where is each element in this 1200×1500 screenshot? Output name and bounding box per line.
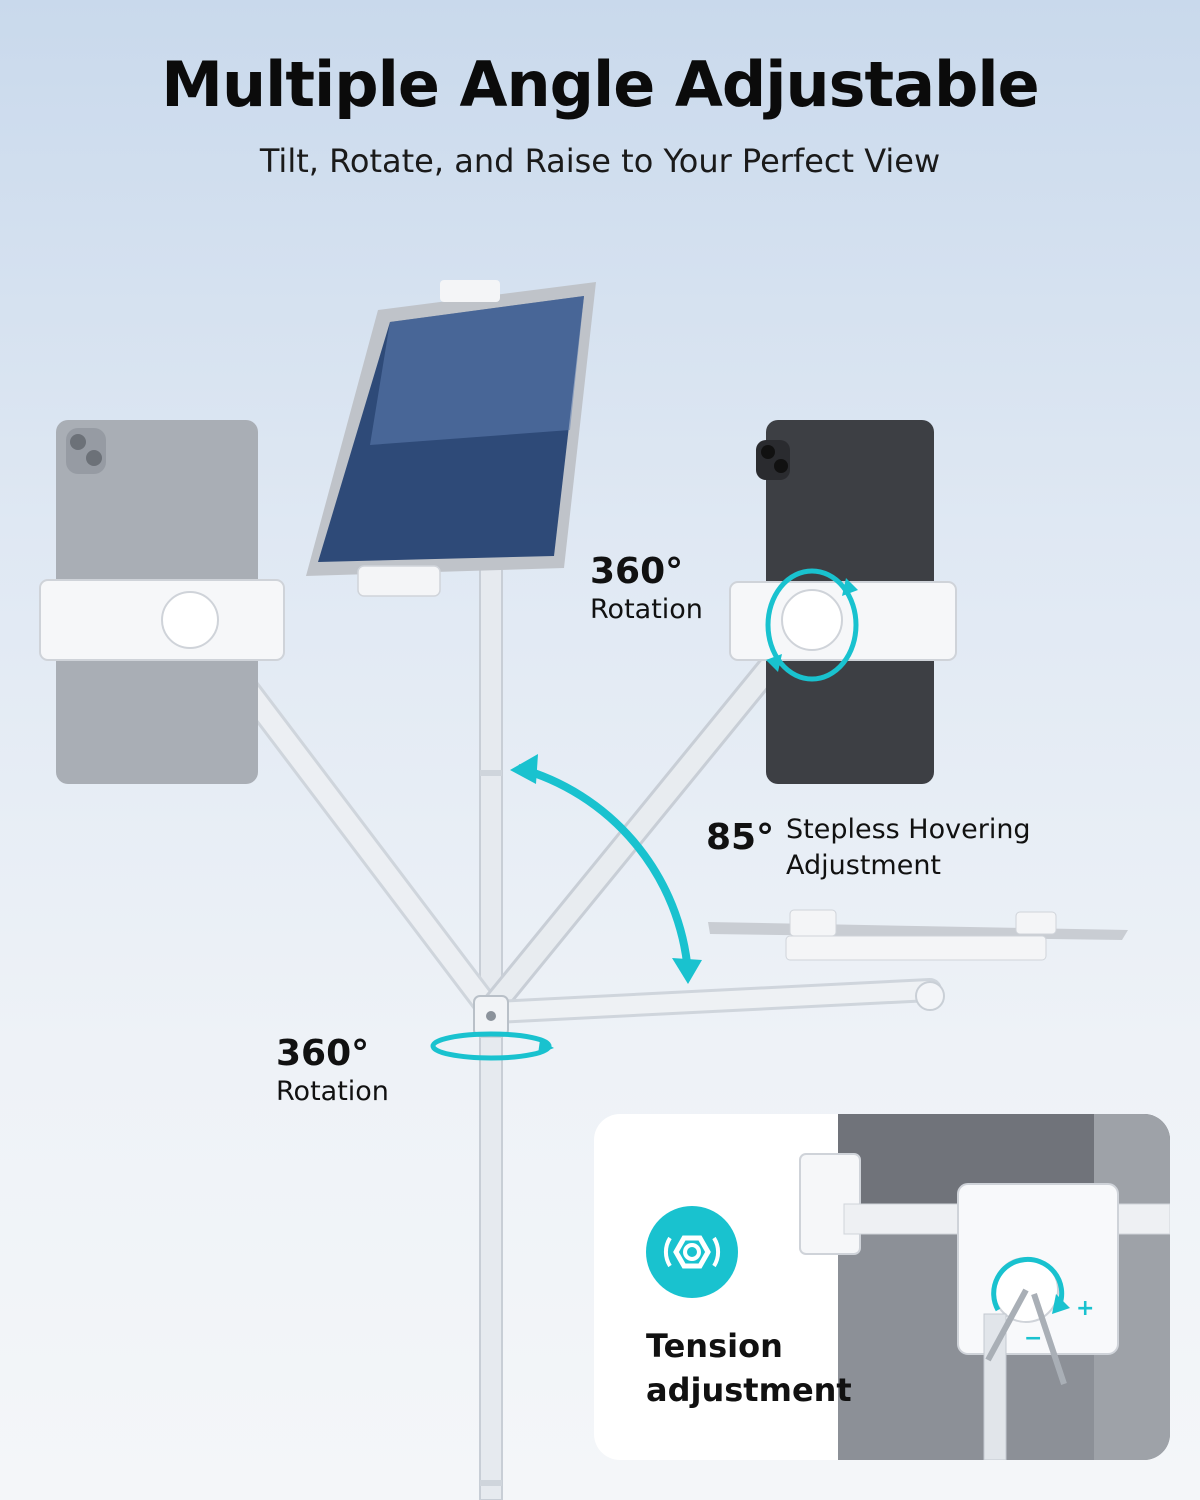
tension-icon — [646, 1206, 738, 1298]
right-tablet — [729, 420, 957, 784]
flat-tablet — [708, 909, 1128, 961]
callout-label: Rotation — [276, 1076, 389, 1107]
callout-degrees: 360° — [590, 551, 684, 592]
tension-inset-card: Tension adjustment + − — [594, 1114, 1170, 1460]
curved-double-arrow-icon — [510, 754, 702, 984]
inset-title-line-1: Tension — [646, 1327, 783, 1365]
right-arm — [477, 617, 813, 1023]
callout-top-rotation: 360° Rotation — [590, 552, 703, 628]
page-title: Multiple Angle Adjustable — [161, 48, 1039, 121]
callout-bottom-rotation: 360° Rotation — [276, 1034, 389, 1110]
tension-arrow-icon — [991, 1256, 1065, 1312]
callout-line-1: Stepless Hovering — [786, 814, 1031, 845]
callout-degrees: 360° — [276, 1033, 370, 1074]
callout-degrees: 85° — [706, 817, 775, 858]
callout-label: Rotation — [590, 594, 703, 625]
base-rotate-arrow-icon — [430, 1031, 554, 1061]
pivot-joint — [473, 995, 509, 1037]
tension-closeup-photo — [799, 1114, 1170, 1460]
horizontal-arm — [483, 978, 945, 1024]
callout-line-2: Adjustment — [786, 850, 942, 881]
page-subtitle: Tilt, Rotate, and Raise to Your Perfect … — [259, 142, 941, 180]
plus-symbol: + — [1076, 1296, 1095, 1321]
rotate-tension-icon — [663, 1235, 721, 1269]
left-tablet — [39, 420, 285, 784]
inset-title-line-2: adjustment — [646, 1371, 852, 1409]
callout-text: Stepless Hovering Adjustment — [786, 812, 1031, 884]
rotate-arrow-icon — [765, 568, 859, 682]
minus-symbol: − — [1024, 1326, 1043, 1351]
center-tablet — [306, 280, 596, 597]
inset-title: Tension adjustment — [646, 1324, 906, 1412]
